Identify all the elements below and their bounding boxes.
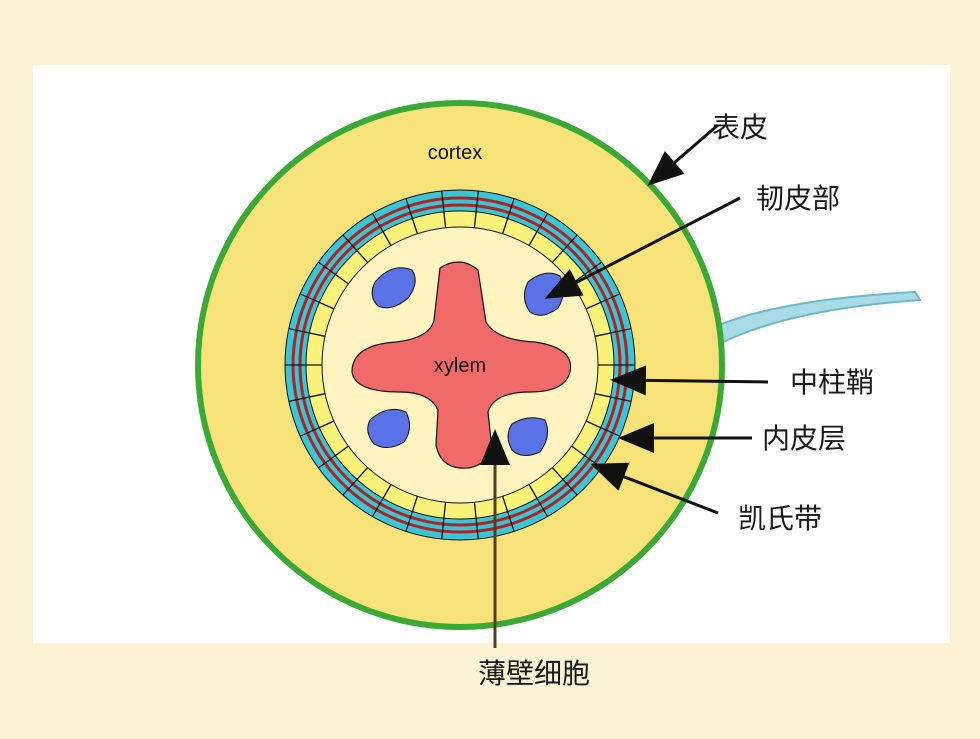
cell-wall-line xyxy=(594,393,632,403)
cell-wall-line xyxy=(473,190,479,228)
cell-wall-line xyxy=(551,234,578,263)
cell-wall-line xyxy=(502,496,515,532)
cell-wall-line xyxy=(585,420,621,437)
cell-wall-line xyxy=(594,327,632,337)
cortex-label: cortex xyxy=(428,142,482,164)
cell-wall-line xyxy=(585,293,621,310)
parenchyma-callout: 薄壁细胞 xyxy=(478,657,590,690)
cell-wall-line xyxy=(371,484,392,517)
cell-wall-line xyxy=(342,234,369,263)
cell-wall-line xyxy=(299,293,335,310)
phloem-arrow xyxy=(544,196,741,299)
root-hair xyxy=(706,290,922,350)
phloem-patch-bottom-right xyxy=(507,417,549,456)
cell-wall-line xyxy=(342,467,369,496)
epidermis-callout: 表皮 xyxy=(712,111,768,144)
cell-wall-line xyxy=(551,467,578,496)
cell-wall-line xyxy=(288,327,326,337)
cell-wall-line xyxy=(441,502,447,540)
cell-wall-line xyxy=(318,445,349,469)
cell-wall-line xyxy=(318,261,349,285)
cell-wall-line xyxy=(441,190,447,228)
cell-wall-line xyxy=(473,502,479,540)
cell-wall-line xyxy=(502,198,515,234)
cell-wall-line xyxy=(405,496,418,532)
cell-wall-line xyxy=(299,420,335,437)
pericycle-callout: 中柱鞘 xyxy=(790,366,874,399)
endodermis-callout: 内皮层 xyxy=(762,422,846,455)
cell-wall-line xyxy=(288,393,326,403)
pericycle-arrow xyxy=(610,365,769,396)
cell-wall-line xyxy=(405,198,418,234)
cell-wall-line xyxy=(371,213,392,246)
phloem-callout: 韧皮部 xyxy=(756,182,840,215)
xylem xyxy=(351,261,572,469)
xylem-label: xylem xyxy=(434,355,486,377)
cell-wall-line xyxy=(528,213,549,246)
phloem-patch-bottom-left xyxy=(367,408,410,448)
casparian-callout: 凯氏带 xyxy=(738,502,822,535)
cell-wall-line xyxy=(528,484,549,517)
casparian-arrow xyxy=(590,462,719,515)
epidermis-arrow xyxy=(647,123,719,186)
phloem-patch-top-left xyxy=(371,267,416,309)
